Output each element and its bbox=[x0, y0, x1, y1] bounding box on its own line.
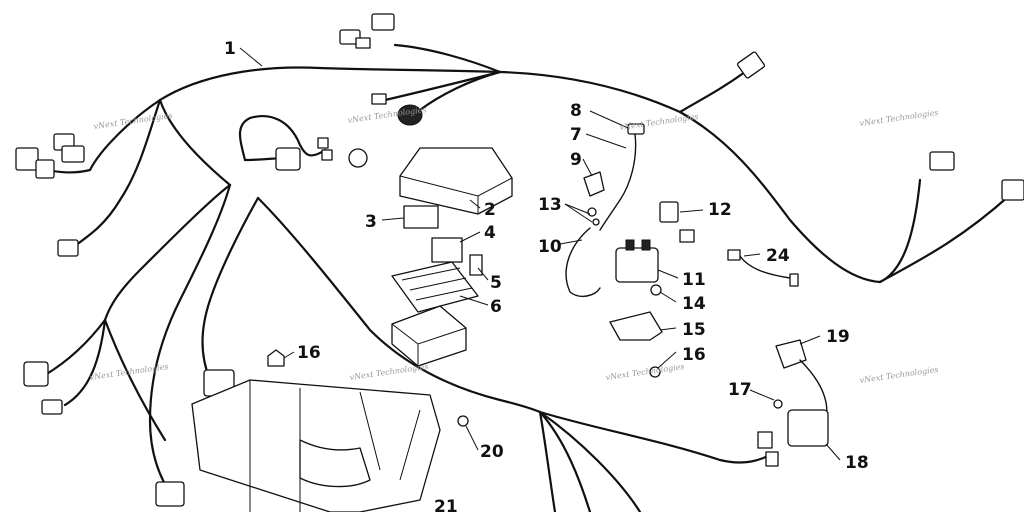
watermark-text: vNext Technologies bbox=[349, 362, 429, 382]
nut-16-left bbox=[267, 349, 285, 367]
watermark-text: vNext Technologies bbox=[605, 362, 685, 382]
callout-11: 11 bbox=[682, 270, 706, 290]
callout-7: 7 bbox=[570, 125, 582, 145]
fuse-box-cover bbox=[399, 147, 513, 215]
connector-right-1 bbox=[736, 51, 766, 79]
ignition-coil bbox=[787, 409, 829, 447]
callout-9: 9 bbox=[570, 150, 582, 170]
ground-cable-24 bbox=[739, 255, 791, 279]
connector-small-1 bbox=[371, 93, 387, 105]
callout-labels: 1 2 3 4 5 6 7 8 9 10 11 12 13 14 15 16 1… bbox=[224, 39, 869, 512]
callout-24: 24 bbox=[766, 246, 790, 266]
connector-group bbox=[15, 13, 1024, 507]
fuse-holder-block bbox=[391, 305, 467, 367]
fuse-panel bbox=[391, 261, 479, 313]
ground-terminal-24a bbox=[727, 249, 741, 261]
battery-tray bbox=[191, 379, 441, 512]
connector-top-2 bbox=[339, 29, 361, 45]
nut-13b bbox=[592, 218, 600, 226]
screw-14 bbox=[650, 284, 662, 296]
connector-left-3 bbox=[15, 147, 39, 171]
connector-mid-4 bbox=[321, 149, 333, 161]
callout-4: 4 bbox=[484, 223, 496, 243]
nut-16-right bbox=[649, 366, 661, 378]
watermark-text: vNext Technologies bbox=[89, 362, 169, 382]
socket-part bbox=[348, 148, 368, 168]
watermarks: vNext Technologies vNext Technologies vN… bbox=[89, 105, 939, 385]
callout-16-left: 16 bbox=[297, 343, 321, 363]
connector-right-2 bbox=[929, 151, 955, 171]
connector-left-5 bbox=[57, 239, 79, 257]
callout-3: 3 bbox=[365, 212, 377, 232]
callout-12: 12 bbox=[708, 200, 732, 220]
boot-cap bbox=[627, 123, 645, 135]
connector-left-2 bbox=[61, 145, 85, 163]
cover-9 bbox=[583, 171, 605, 197]
starter-solenoid bbox=[615, 239, 659, 283]
callout-6: 6 bbox=[490, 297, 502, 317]
leader-lines bbox=[239, 47, 841, 461]
ground-terminal-24b bbox=[789, 273, 799, 287]
connector-right-3 bbox=[1001, 179, 1024, 201]
fuse-12b bbox=[679, 229, 695, 243]
washer-13a bbox=[587, 207, 597, 217]
connector-top-1 bbox=[371, 13, 395, 31]
watermark-text: vNext Technologies bbox=[619, 112, 699, 132]
callout-16-right: 16 bbox=[682, 345, 706, 365]
terminal-2 bbox=[765, 451, 779, 467]
callout-14: 14 bbox=[682, 294, 706, 314]
fuse bbox=[469, 254, 483, 276]
callout-20: 20 bbox=[480, 442, 504, 462]
cable-7 bbox=[599, 133, 637, 231]
bracket-15 bbox=[609, 311, 663, 341]
terminal-1 bbox=[757, 431, 773, 449]
relay bbox=[431, 237, 463, 263]
connector-left-6 bbox=[23, 361, 49, 387]
cable-10 bbox=[565, 227, 601, 298]
callout-8: 8 bbox=[570, 101, 582, 121]
callout-17: 17 bbox=[728, 380, 752, 400]
callout-21: 21 bbox=[434, 497, 458, 512]
callout-13: 13 bbox=[538, 195, 562, 215]
callout-15: 15 bbox=[682, 320, 706, 340]
connector-bottom-1 bbox=[155, 481, 185, 507]
connector-mid-3 bbox=[317, 137, 329, 149]
connector-round-1 bbox=[397, 104, 423, 126]
connector-left-4 bbox=[35, 159, 55, 179]
screw-17 bbox=[773, 399, 783, 409]
callout-10: 10 bbox=[538, 237, 562, 257]
connector-left-7 bbox=[41, 399, 63, 415]
callout-2: 2 bbox=[484, 200, 496, 220]
boot-12a bbox=[659, 201, 679, 223]
callout-5: 5 bbox=[490, 273, 502, 293]
wiring-harness bbox=[28, 43, 1012, 512]
connector-top-3 bbox=[355, 37, 371, 49]
relay-block bbox=[403, 205, 439, 229]
callout-1: 1 bbox=[224, 39, 236, 59]
callout-19: 19 bbox=[826, 327, 850, 347]
watermark-text: vNext Technologies bbox=[93, 111, 173, 131]
watermark-text: vNext Technologies bbox=[859, 108, 939, 128]
screw-20 bbox=[457, 415, 469, 427]
callout-18: 18 bbox=[845, 453, 869, 473]
connector-mid-2 bbox=[275, 147, 301, 171]
watermark-text: vNext Technologies bbox=[859, 365, 939, 385]
spark-plug-boot bbox=[775, 339, 807, 369]
